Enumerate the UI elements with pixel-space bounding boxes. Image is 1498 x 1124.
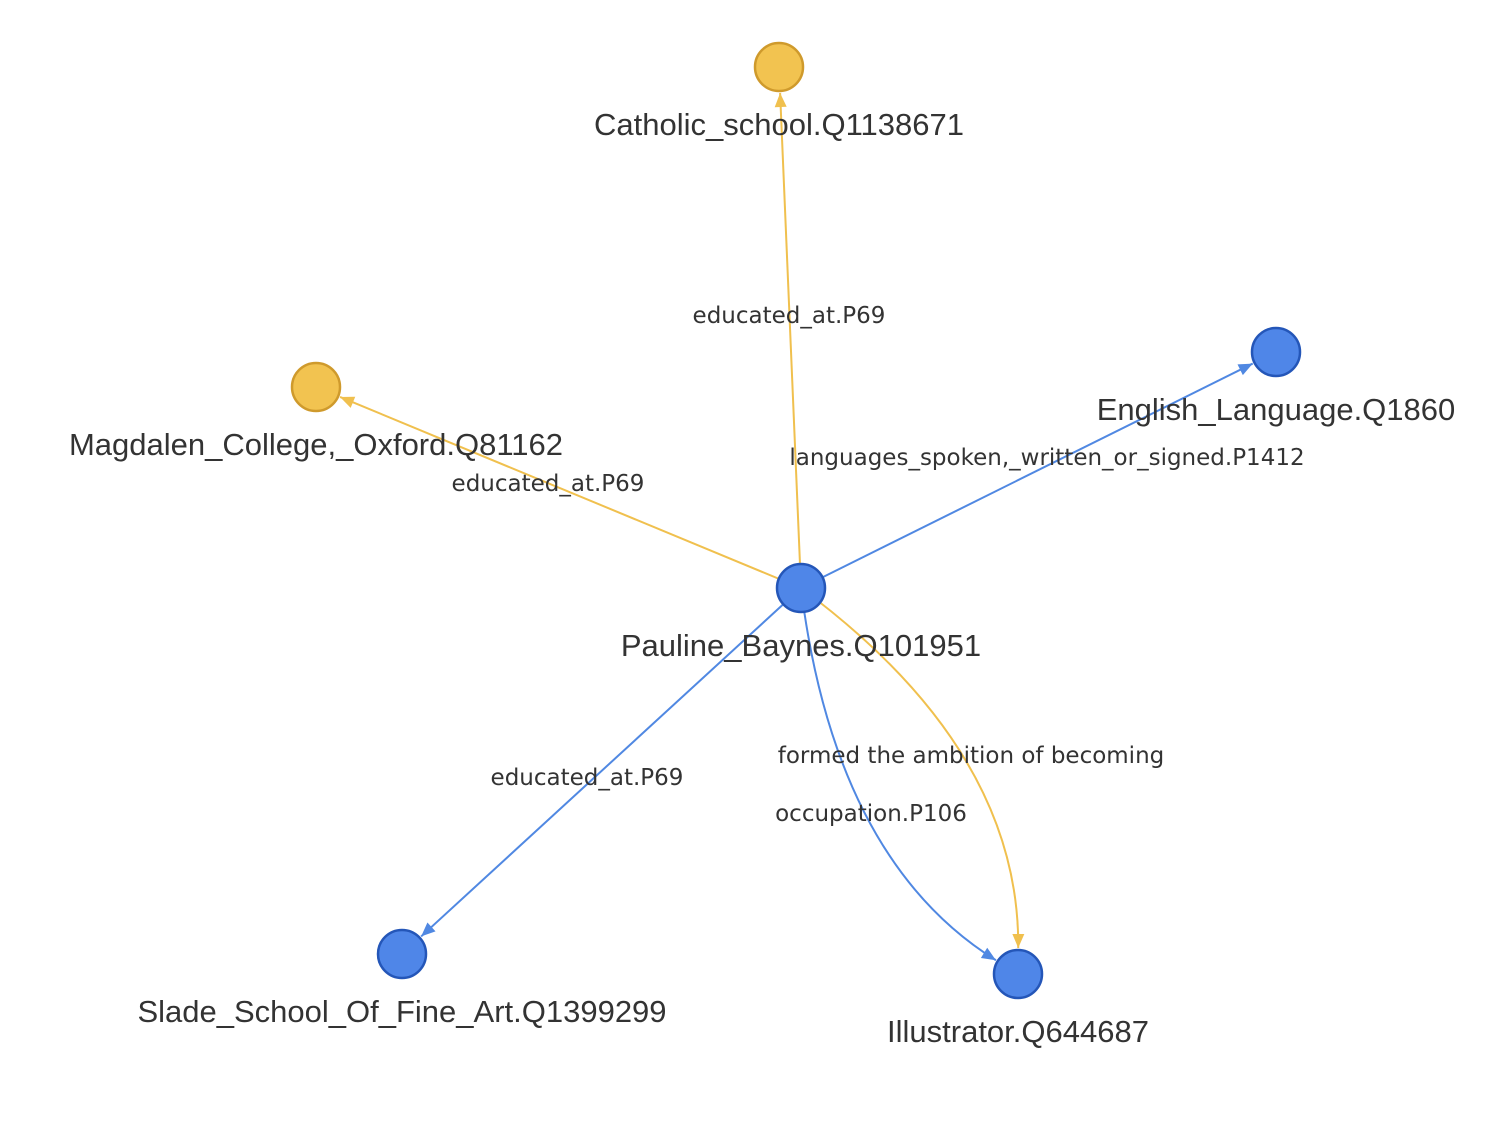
node-label-catholic: Catholic_school.Q1138671 — [594, 107, 964, 142]
node-illustrator[interactable] — [992, 948, 1044, 1000]
nodes-layer — [290, 41, 1302, 1000]
edge-label: languages_spoken,_written_or_signed.P141… — [789, 445, 1304, 471]
node-label-slade: Slade_School_Of_Fine_Art.Q1399299 — [137, 994, 666, 1029]
node-label-magdalen: Magdalen_College,_Oxford.Q81162 — [69, 427, 563, 462]
node-slade[interactable] — [376, 928, 428, 980]
edge-label: occupation.P106 — [775, 801, 967, 827]
node-labels-layer: Pauline_Baynes.Q101951 Catholic_school.Q1… — [69, 107, 1455, 1049]
edge-labels-layer: educated_at.P69 educated_at.P69 languages_… — [452, 303, 1305, 827]
edge-arrow-magdalen — [340, 396, 356, 408]
node-catholic[interactable] — [753, 41, 805, 93]
edge-arrow-slade — [421, 922, 436, 937]
edge-slade[interactable] — [420, 587, 802, 938]
edges-layer — [339, 92, 1254, 962]
edge-arrow-illustrator — [980, 947, 996, 961]
edge-arrow-catholic — [774, 92, 787, 108]
edge-catholic[interactable] — [779, 92, 802, 589]
edge-label: educated_at.P69 — [452, 471, 645, 497]
node-pauline[interactable] — [775, 562, 827, 614]
edge-arrow-illustrator — [1012, 933, 1025, 949]
edge-label: educated_at.P69 — [491, 765, 684, 791]
node-label-english: English_Language.Q1860 — [1097, 392, 1456, 427]
edge-illustrator[interactable] — [800, 587, 1020, 949]
edge-magdalen[interactable] — [339, 396, 802, 589]
edge-arrow-english — [1237, 363, 1253, 376]
node-label-pauline: Pauline_Baynes.Q101951 — [621, 628, 981, 663]
node-magdalen[interactable] — [290, 361, 342, 413]
edge-illustrator[interactable] — [800, 587, 997, 962]
edge-english[interactable] — [800, 362, 1254, 589]
node-english[interactable] — [1250, 326, 1302, 378]
node-label-illustrator: Illustrator.Q644687 — [887, 1014, 1149, 1049]
edge-label: educated_at.P69 — [693, 303, 886, 329]
edge-label: formed the ambition of becoming — [778, 743, 1165, 769]
